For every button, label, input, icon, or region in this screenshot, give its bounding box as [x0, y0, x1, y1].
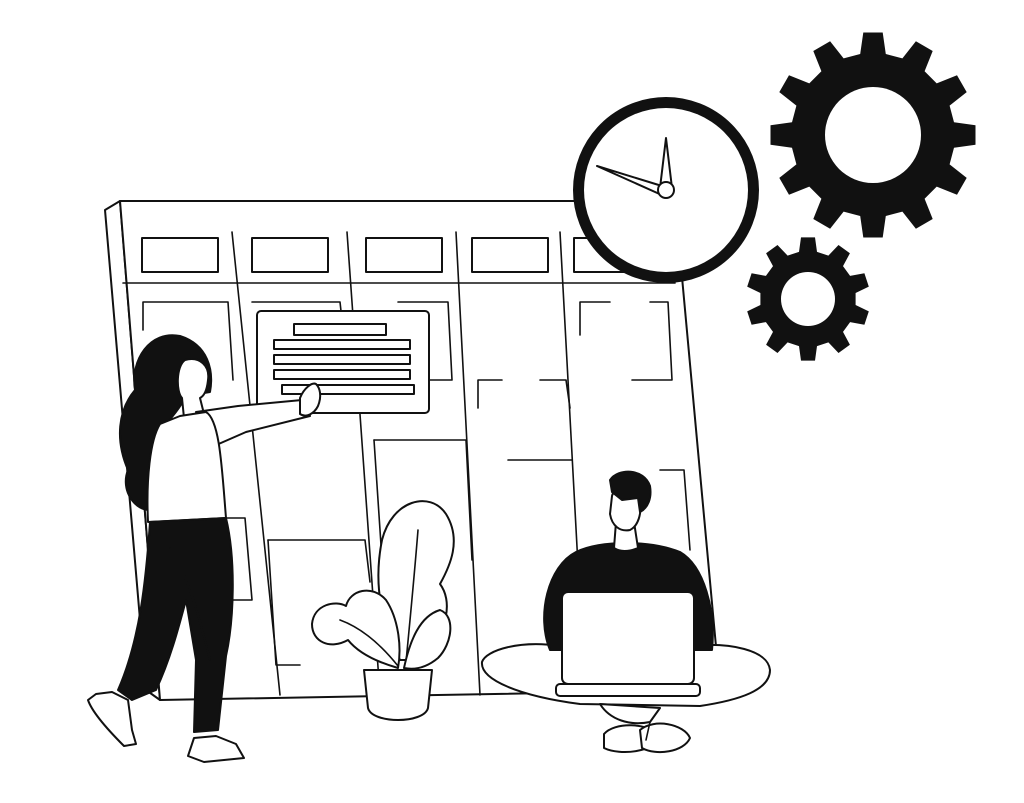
woman-pants — [117, 517, 234, 733]
gear-hole — [825, 87, 921, 183]
man-figure — [480, 470, 771, 754]
plant-leaf-left — [311, 589, 401, 669]
small-gear-icon — [747, 237, 869, 361]
woman-hand — [299, 382, 322, 417]
task-card — [373, 439, 473, 561]
task-card — [579, 301, 611, 336]
woman-shoe-left — [87, 691, 137, 747]
gear-icon — [770, 32, 976, 238]
task-card — [539, 379, 571, 409]
column-header-1 — [141, 237, 219, 273]
task-card — [373, 439, 383, 561]
woman-sweater — [146, 411, 227, 523]
task-card — [267, 539, 371, 583]
column-header-3 — [365, 237, 443, 273]
clock-icon — [573, 97, 759, 283]
task-card — [267, 539, 301, 666]
board-task-cards — [142, 301, 691, 666]
task-card — [142, 301, 234, 381]
woman-shoe-right — [187, 735, 245, 763]
task-card — [397, 301, 453, 381]
woman-face — [176, 358, 210, 419]
small-gear-hole — [781, 272, 835, 326]
task-card — [659, 469, 691, 551]
plant-leaf-right — [403, 609, 452, 670]
laptop-icon — [561, 591, 695, 685]
woman-figure — [87, 334, 322, 763]
clock-center — [657, 181, 675, 199]
task-card — [214, 517, 253, 601]
column-header-2 — [251, 237, 329, 273]
highlighted-task-card — [256, 310, 430, 414]
man-hair — [609, 470, 652, 513]
task-card — [631, 301, 673, 381]
plant-icon — [311, 500, 455, 721]
column-header-4 — [471, 237, 549, 273]
laptop-base — [555, 683, 701, 697]
man-foot-right — [639, 722, 691, 754]
board-column-headers — [141, 237, 635, 273]
plant-pot — [363, 669, 433, 721]
task-card — [477, 379, 503, 409]
